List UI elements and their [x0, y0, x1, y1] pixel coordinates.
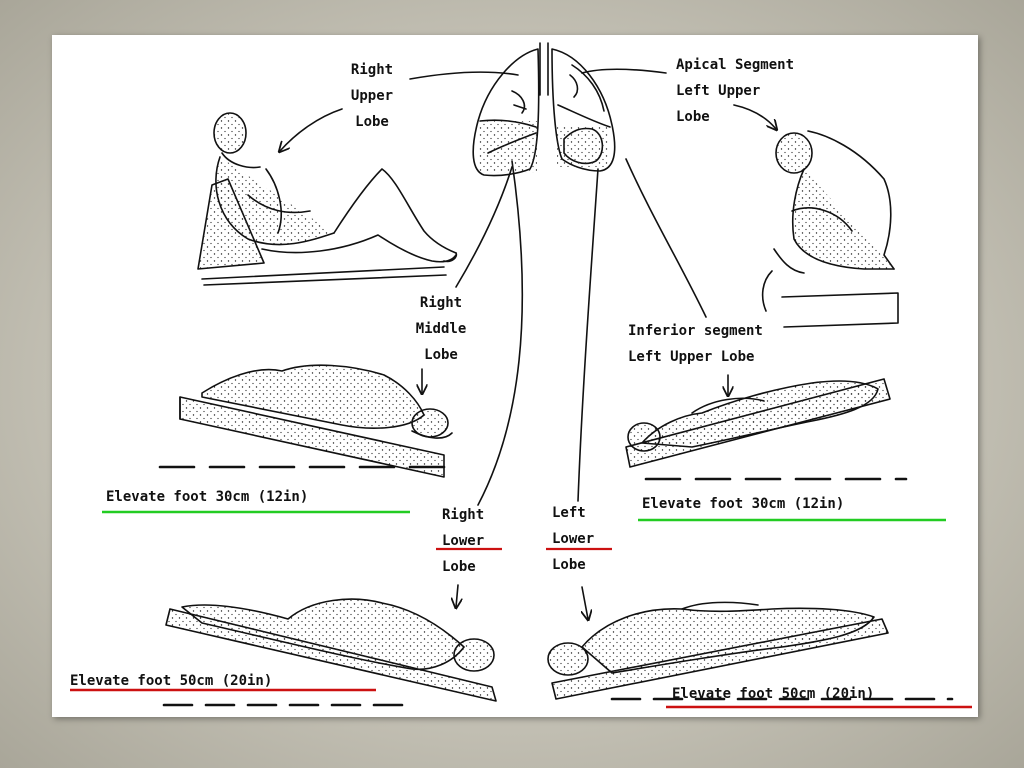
- arrow-right-lower-lobe: [456, 584, 458, 607]
- arrow-left-lower-lobe: [582, 586, 588, 619]
- label-line: Lobe: [552, 557, 586, 573]
- arrow-right-upper-lobe: [280, 108, 343, 151]
- figure-apical-segment-left-upper-lobe: [761, 130, 899, 328]
- leader-right-upper-lobe: [409, 71, 519, 80]
- label-line: Right: [442, 507, 485, 523]
- label-line: Lobe: [424, 347, 458, 363]
- label-inferior-segment-left-upper-lobe: Inferior segment Left Upper Lobe: [628, 318, 763, 370]
- label-line: Left Upper Lobe: [628, 349, 755, 365]
- label-line: Apical Segment: [676, 57, 795, 73]
- label-line: Lobe: [676, 109, 710, 125]
- figure-right-middle-lobe: [158, 364, 453, 478]
- label-line: Lower: [442, 533, 485, 549]
- label-line: Left: [552, 505, 586, 521]
- leader-left-lower-lobe: [577, 168, 599, 502]
- caption-inferior-segment-left-upper-lobe: Elevate foot 30cm (12in): [642, 496, 845, 512]
- figure-right-lower-lobe: [162, 598, 497, 707]
- label-line: Right: [419, 295, 463, 311]
- label-line: Lobe: [442, 559, 476, 575]
- label-left-lower-lobe: Left Lower Lobe: [552, 500, 594, 578]
- leader-inferior-segment: [625, 158, 707, 318]
- label-apical-segment-left-upper-lobe: Apical Segment Left Upper Lobe: [676, 52, 794, 130]
- caption-right-middle-lobe: Elevate foot 30cm (12in): [106, 489, 309, 505]
- postural-drainage-diagram: [70, 42, 972, 709]
- figure-right-upper-lobe: [197, 112, 458, 286]
- label-line: Upper: [350, 88, 394, 104]
- label-line: Lobe: [355, 114, 389, 130]
- label-right-middle-lobe: Right Middle Lobe: [396, 290, 486, 368]
- figure-left-lower-lobe: [547, 601, 954, 701]
- figure-inferior-segment-left-upper-lobe: [625, 378, 908, 481]
- label-line: Inferior segment: [628, 323, 763, 339]
- caption-right-lower-lobe: Elevate foot 50cm (20in): [70, 673, 273, 689]
- label-right-upper-lobe: Right Upper Lobe: [332, 57, 412, 135]
- label-right-lower-lobe: Right Lower Lobe: [442, 502, 484, 580]
- label-line: Left Upper: [676, 83, 761, 99]
- label-line: Lower: [552, 531, 595, 547]
- leader-apical-segment: [581, 68, 667, 74]
- label-line: Right: [350, 62, 394, 78]
- leader-right-lower-lobe: [477, 160, 524, 506]
- arrow-apical-segment: [733, 104, 776, 129]
- slide: Right Upper Lobe Apical Segment Left Upp…: [52, 35, 978, 717]
- caption-left-lower-lobe: Elevate foot 50cm (20in): [672, 686, 875, 702]
- label-line: Middle: [415, 321, 467, 337]
- leader-right-middle-lobe: [455, 166, 513, 288]
